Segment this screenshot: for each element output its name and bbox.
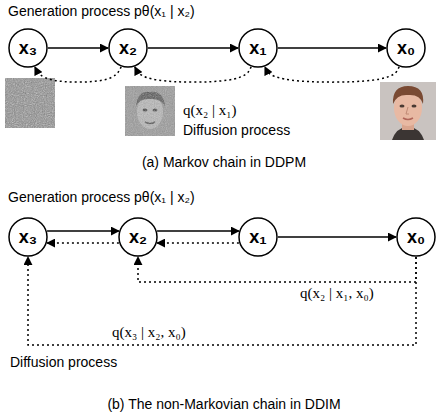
transition-label: q(x₃ | x₂, x₀)	[112, 324, 186, 340]
generation-arrow	[48, 47, 108, 49]
generation-label: Generation process pθ(x₁ | x₂)	[8, 3, 195, 19]
state-variable: x₂	[118, 217, 158, 257]
circle-shape	[9, 218, 47, 256]
noisy-face-image	[125, 86, 175, 136]
diffusion-arrow	[265, 67, 399, 82]
circle-shape	[109, 29, 147, 67]
circle-shape	[397, 218, 435, 256]
state-circle: x₀	[396, 217, 436, 257]
generation-arrow	[47, 230, 119, 232]
circle-shape	[239, 29, 277, 67]
transition-label: q(x₂ | x₁, x₀)	[300, 285, 374, 301]
subfigure-caption: (b) The non-Markovian chain in DDIM	[0, 396, 448, 412]
generation-arrow	[148, 47, 238, 49]
diffusion-label: Diffusion process	[183, 122, 290, 138]
noise-image	[5, 78, 55, 128]
nose	[406, 107, 409, 114]
eye	[412, 105, 417, 108]
state-circle: x₁	[238, 28, 278, 68]
circle-shape	[387, 29, 425, 67]
generation-arrow	[278, 236, 396, 238]
state-variable: x₁	[238, 217, 278, 257]
diffusion-arrow	[157, 242, 239, 244]
generation-label: Generation process pθ(x₁ | x₂)	[8, 189, 195, 205]
noisy-background	[125, 86, 175, 136]
noise-texture	[5, 78, 55, 128]
circle-shape	[9, 29, 47, 67]
diffusion-arrow	[35, 67, 121, 82]
state-circle: x₂	[108, 28, 148, 68]
state-variable: x₂	[108, 28, 148, 68]
generation-arrow	[157, 230, 239, 232]
state-variable: x₃	[8, 28, 48, 68]
face-background	[380, 82, 436, 140]
state-variable: x₀	[386, 28, 426, 68]
hair	[393, 86, 423, 104]
noise-overlay	[125, 86, 175, 136]
state-circle: x₀	[386, 28, 426, 68]
transition-label: q(x₂ | x₁)	[183, 102, 236, 118]
subfigure-caption: (a) Markov chain in DDPM	[0, 154, 448, 170]
state-circle: x₃	[8, 28, 48, 68]
state-variable: x₁	[238, 28, 278, 68]
noise-base	[5, 78, 55, 128]
generation-arrow	[278, 47, 386, 49]
eye	[400, 105, 405, 108]
state-circle: x₃	[8, 217, 48, 257]
state-variable: x₃	[8, 217, 48, 257]
state-variable: x₀	[396, 217, 436, 257]
state-circle: x₂	[118, 217, 158, 257]
circle-shape	[239, 218, 277, 256]
diffusion-label: Diffusion process	[10, 354, 117, 370]
circle-shape	[119, 218, 157, 256]
state-circle: x₁	[238, 217, 278, 257]
mouth	[403, 118, 413, 120]
diffusion-arrow	[135, 67, 251, 82]
face-image	[380, 82, 436, 140]
diffusion-arrow	[138, 257, 416, 282]
diffusion-arrow	[47, 242, 119, 244]
diffusion-arrow	[28, 257, 416, 345]
